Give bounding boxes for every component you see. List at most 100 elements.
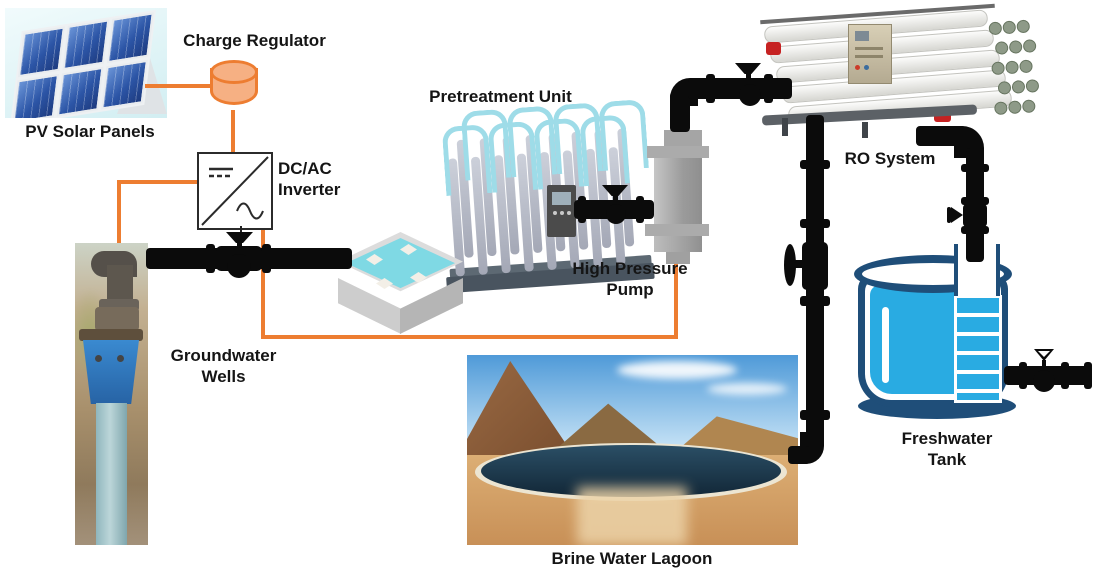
ro-endcap (1007, 100, 1022, 115)
pipe-flange (1019, 362, 1027, 389)
charge-regulator-icon (210, 60, 258, 112)
basin-float (366, 254, 383, 265)
ro-endcap (1019, 59, 1033, 74)
pipe-ro-to-tank-horizontal (916, 126, 966, 146)
ro-panel-row (855, 47, 883, 50)
inverter-symbol (201, 156, 269, 226)
wire-inverter-to-well-v (117, 180, 121, 246)
pretreatment-basin (338, 232, 464, 340)
solar-panel (62, 19, 110, 70)
pump-body-lower (654, 236, 702, 252)
brine-water-lagoon-label: Brine Water Lagoon (551, 549, 713, 568)
wire-regulator-to-inverter (231, 110, 235, 154)
ro-endcap (1005, 60, 1020, 75)
valve-handle (735, 63, 761, 74)
valve-bulge (1033, 370, 1055, 392)
pipe-flange (800, 219, 830, 228)
freshwater-tank-icon (850, 244, 1020, 425)
valve-stem (1042, 360, 1046, 367)
pipe-flange (961, 197, 989, 205)
pv-solar-panels-label: PV Solar Panels (25, 122, 155, 141)
ro-endcap (988, 21, 1003, 36)
tank-highlight (882, 307, 889, 383)
solar-panel (18, 26, 65, 77)
ro-system-image (752, 2, 1094, 142)
ro-panel-light (855, 65, 860, 70)
pretreatment-pipe-loop (460, 108, 512, 181)
lagoon-cloud (707, 383, 787, 395)
dc-ac-inverter-label: DC/AC Inverter (278, 159, 341, 200)
pipe-flange (636, 196, 644, 223)
valve-handle (226, 232, 253, 243)
valve-stem (746, 73, 751, 80)
valve-bulge (227, 254, 251, 278)
pretreatment-control-box (547, 185, 576, 237)
ro-red-valve (766, 42, 781, 55)
solar-panel (101, 59, 148, 110)
ro-endcap (1008, 40, 1023, 54)
control-box-dot (560, 211, 564, 215)
well-casing-pipe (96, 403, 127, 545)
groundwater-well-image (75, 243, 148, 545)
control-box-screen (552, 192, 571, 205)
well-pump-body (95, 307, 139, 331)
pv-panels-image (5, 8, 167, 118)
groundwater-wells-label: Groundwater Wells (170, 346, 277, 387)
well-housing-bolt (117, 355, 124, 362)
ro-leg (862, 122, 868, 138)
wire-inverter-to-pump-h (261, 335, 678, 339)
valve-side-handle (951, 207, 963, 223)
high-pressure-pump-label: High Pressure Pump (572, 259, 688, 300)
ro-panel-row (855, 55, 883, 58)
pipe-flange (1061, 362, 1069, 389)
pipe-flange (961, 226, 989, 234)
pipe-lagoon-stub (788, 446, 810, 464)
valve-side-handle-bar (947, 207, 951, 223)
solar-panel (56, 66, 104, 117)
pump-body (654, 158, 702, 224)
pipe-flange (578, 196, 586, 223)
lagoon-sand-path (577, 487, 687, 545)
basin-float (410, 272, 427, 283)
solar-panel (12, 73, 60, 118)
ro-endcap (997, 80, 1012, 95)
valve-stem (613, 195, 618, 202)
wire-inverter-to-pump-v2 (674, 262, 678, 339)
ro-endcap (994, 41, 1009, 55)
ro-endcap (993, 101, 1008, 116)
pipe-flange (961, 164, 989, 172)
pump-flange (645, 224, 709, 236)
ro-control-panel (848, 24, 892, 84)
lagoon-cloud (617, 361, 737, 379)
pipe-flange (706, 74, 715, 103)
ro-system-label: RO System (844, 149, 936, 168)
tank-ladder (954, 295, 1002, 403)
ro-panel-screen (855, 31, 869, 41)
ro-leg (782, 118, 788, 136)
wheel-valve-body (802, 242, 828, 290)
pump-flange (647, 146, 709, 158)
pretreatment-unit-label: Pretreatment Unit (429, 87, 572, 106)
regulator-top (210, 60, 258, 84)
well-flange-plate (79, 329, 143, 341)
basin-float (376, 278, 393, 289)
brine-lagoon-image (467, 355, 798, 545)
valve-body (963, 204, 987, 227)
pipe-flange (1084, 362, 1092, 389)
control-box-dot (553, 211, 557, 215)
ro-endcap (1025, 79, 1040, 93)
solar-panel (106, 12, 154, 63)
pretreatment-pipe-loop (552, 102, 604, 175)
ro-endcap (1011, 79, 1026, 94)
charge-regulator-label: Charge Regulator (183, 31, 326, 50)
ro-endcap (991, 61, 1006, 76)
ro-endcap (1022, 39, 1037, 53)
ro-endcap (1016, 19, 1031, 34)
valve-bulge (606, 204, 626, 224)
basin-float (400, 244, 417, 255)
panel-array (10, 9, 156, 118)
pipe-flange (800, 410, 830, 420)
well-housing-bolt (95, 355, 102, 362)
valve-triangle-handle-inner (1038, 351, 1050, 357)
